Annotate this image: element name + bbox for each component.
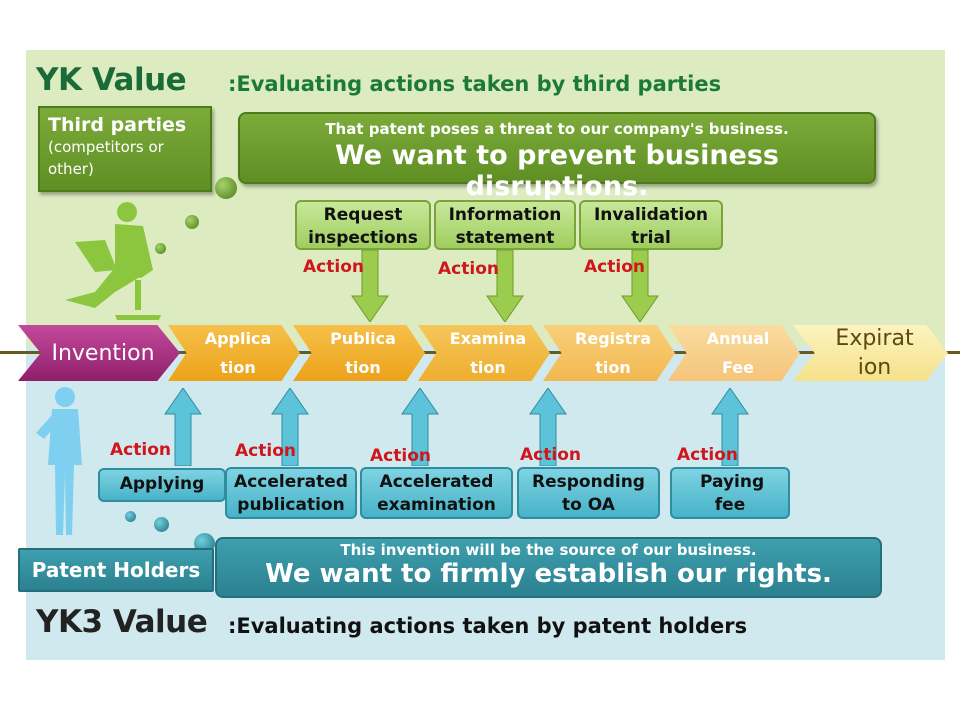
stage-label: Fee	[676, 353, 800, 382]
stage-label: Invention	[26, 339, 180, 368]
standing-businessman-icon	[30, 385, 100, 535]
rights-line2: We want to firmly establish our rights.	[217, 559, 880, 589]
stage-label: Annual	[676, 324, 800, 353]
threat-line2: We want to prevent business disruptions.	[240, 140, 874, 202]
stage-application[interactable]: Application	[168, 325, 300, 381]
stage-label: tion	[551, 353, 675, 382]
action-label: Action	[584, 257, 645, 277]
stage-label: tion	[176, 353, 300, 382]
stage-label: Publica	[301, 324, 425, 353]
bubble-dot	[215, 177, 237, 199]
yk3-value-subtitle: :Evaluating actions taken by patent hold…	[228, 614, 747, 638]
threat-box: That patent poses a threat to our compan…	[238, 112, 876, 184]
bubble-dot	[125, 511, 136, 522]
paying-fee-button[interactable]: Paying fee	[670, 467, 790, 519]
stage-label: Applica	[176, 324, 300, 353]
stage-expiration[interactable]: Expiration	[793, 325, 948, 381]
responding-to-oa-button[interactable]: Responding to OA	[517, 467, 660, 519]
stage-label: tion	[301, 353, 425, 382]
stage-label: Registra	[551, 324, 675, 353]
yk-value-title: YK Value	[36, 62, 186, 98]
accelerated-publication-button[interactable]: Accelerated publication	[225, 467, 357, 519]
information-statement-button[interactable]: Information statement	[434, 200, 576, 250]
threat-line1: That patent poses a threat to our compan…	[240, 120, 874, 138]
action-label: Action	[370, 446, 431, 466]
action-label: Action	[520, 445, 581, 465]
applying-button[interactable]: Applying	[98, 468, 226, 502]
accelerated-examination-button[interactable]: Accelerated examination	[360, 467, 513, 519]
stage-examination[interactable]: Examination	[418, 325, 550, 381]
stage-invention[interactable]: Invention	[18, 325, 180, 381]
stage-label: Examina	[426, 324, 550, 353]
yk3-value-title: YK3 Value	[36, 604, 207, 640]
action-label: Action	[303, 257, 364, 277]
action-label: Action	[110, 440, 171, 460]
rights-line1: This invention will be the source of our…	[217, 541, 880, 559]
action-label: Action	[235, 441, 296, 461]
bubble-dot	[154, 517, 169, 532]
action-label: Action	[438, 259, 499, 279]
invalidation-trial-button[interactable]: Invalidation trial	[579, 200, 723, 250]
stage-publication[interactable]: Publication	[293, 325, 425, 381]
rights-box: This invention will be the source of our…	[215, 537, 882, 598]
stage-label: tion	[426, 353, 550, 382]
request-inspections-button[interactable]: Request inspections	[295, 200, 431, 250]
patent-holders-label: Patent Holders	[18, 548, 214, 592]
stage-label: Expirat	[801, 324, 948, 353]
third-parties-box: Third parties (competitors or other)	[38, 106, 212, 192]
seated-businessman-icon	[55, 200, 165, 325]
third-parties-title: Third parties	[48, 114, 202, 136]
third-parties-desc: (competitors or other)	[48, 136, 202, 180]
action-label: Action	[677, 445, 738, 465]
bubble-dot	[185, 215, 199, 229]
stage-annual-fee[interactable]: AnnualFee	[668, 325, 800, 381]
stage-registration[interactable]: Registration	[543, 325, 675, 381]
yk-value-subtitle: :Evaluating actions taken by third parti…	[228, 72, 721, 96]
stage-label: ion	[801, 353, 948, 382]
